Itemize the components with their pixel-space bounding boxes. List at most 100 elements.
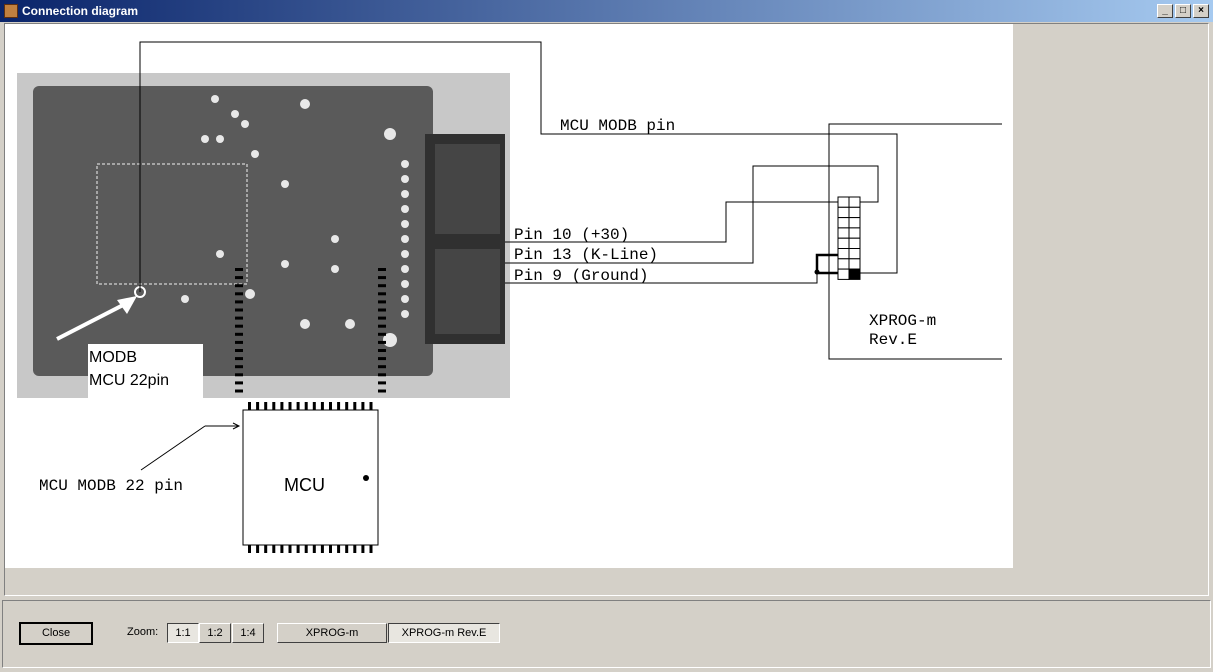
chip-pin: [378, 349, 386, 352]
mcu-chip: [235, 268, 386, 553]
chip-pin: [312, 545, 316, 553]
chip-pin: [272, 545, 276, 553]
xprog-connector: [837, 196, 861, 280]
chip-pin: [235, 276, 243, 280]
chip-pin: [235, 284, 243, 288]
chip-pin: [235, 381, 243, 385]
chip-pin: [345, 545, 349, 553]
connector-pin: [848, 268, 861, 280]
photo-label-modb: MODB: [89, 349, 137, 366]
chip-pin: [235, 373, 243, 377]
connector-pin: [848, 206, 861, 219]
chip-pin: [378, 316, 386, 320]
chip-pin: [235, 308, 243, 312]
close-button[interactable]: Close: [19, 622, 93, 645]
chip-pin: [235, 365, 243, 369]
close-window-button[interactable]: ×: [1193, 4, 1209, 18]
chip-pin: [369, 545, 373, 553]
connector-pin: [837, 248, 850, 260]
chip-pin: [378, 389, 386, 393]
connection-diagram: MODB MCU 22pin MCU MODB pin Pin 10 (+30)…: [5, 24, 1013, 568]
chip-pin: [378, 332, 386, 336]
maximize-button[interactable]: □: [1175, 4, 1191, 18]
chip-pin: [235, 300, 243, 304]
chip-pin: [248, 545, 251, 553]
mcu-modb-pin-label: MCU MODB pin: [560, 117, 675, 135]
connector-pin: [848, 258, 861, 270]
connector-pin: [848, 196, 861, 208]
connector-pin: [837, 227, 850, 239]
xprog-m-button[interactable]: XPROG-m: [277, 623, 387, 643]
chip-pin: [235, 268, 243, 271]
chip-pin: [235, 357, 243, 361]
chip-pin: [288, 545, 292, 553]
chip-pin: [353, 545, 357, 553]
chip-pin: [312, 402, 316, 410]
pcb-photo: [17, 73, 510, 398]
chip-pin: [329, 545, 332, 553]
diagram-scroll-area: [4, 23, 1209, 596]
chip-pin: [280, 402, 284, 410]
chip-pin: [361, 545, 365, 553]
chip-pin: [235, 324, 243, 328]
mcu-label: MCU: [284, 475, 325, 495]
connector-pin: [837, 258, 850, 270]
title-bar: Connection diagram _ □ ×: [0, 0, 1213, 22]
chip-pin: [337, 402, 341, 410]
chip-pin: [337, 545, 341, 553]
photo-label-mcu-22pin: MCU 22pin: [89, 372, 169, 389]
xprog-m-rev-e-button[interactable]: XPROG-m Rev.E: [388, 623, 500, 643]
connector-pin: [837, 196, 850, 208]
pin10-label: Pin 10 (+30): [514, 226, 629, 244]
connector-pin: [848, 237, 861, 249]
zoom-1-2-button[interactable]: 1:2: [199, 623, 231, 643]
zoom-1-1-button[interactable]: 1:1: [167, 623, 199, 643]
zoom-label: Zoom:: [127, 626, 159, 638]
chip-pin: [378, 373, 386, 377]
connector-pin: [837, 268, 850, 280]
device-revision-label: Rev.E: [869, 331, 917, 349]
chip-pin: [280, 545, 284, 553]
chip-pin: [235, 292, 243, 296]
chip-pin: [235, 349, 243, 352]
window-title: Connection diagram: [22, 4, 139, 18]
chip-pin: [378, 284, 386, 288]
pin13-label: Pin 13 (K-Line): [514, 246, 658, 264]
chip-pin: [345, 402, 349, 410]
chip-pin: [296, 545, 300, 553]
chip-pin: [378, 365, 386, 369]
chip-pin: [235, 332, 243, 336]
chip-pin: [369, 402, 373, 410]
chip-pin: [288, 402, 292, 410]
chip-pin: [235, 316, 243, 320]
chip-pin: [264, 402, 268, 410]
chip-pin: [320, 545, 324, 553]
device-name-label: XPROG-m: [869, 312, 936, 330]
connector-pin: [837, 237, 850, 249]
connector-pin: [848, 248, 861, 260]
chip-pin: [378, 292, 386, 296]
mcu-modb-22-pin-label: MCU MODB 22 pin: [39, 477, 183, 495]
connector-pin: [837, 217, 850, 229]
chip-pin: [378, 276, 386, 280]
chip-pin: [256, 402, 260, 410]
chip-pin: [378, 300, 386, 304]
chip-pin: [329, 402, 332, 410]
chip-pin: [256, 545, 260, 553]
bottom-toolbar: Close Zoom: 1:1 1:2 1:4 XPROG-m XPROG-m …: [2, 600, 1211, 668]
connector-pin: [837, 206, 850, 219]
chip-pin: [378, 308, 386, 312]
chip-pin: [378, 268, 386, 271]
connector-pin: [848, 217, 861, 229]
chip-pin: [378, 381, 386, 385]
app-icon: [4, 4, 18, 18]
chip-pin: [304, 402, 308, 410]
chip-pin: [320, 402, 324, 410]
chip-pin: [235, 340, 243, 344]
pin9-label: Pin 9 (Ground): [514, 267, 648, 285]
zoom-1-4-button[interactable]: 1:4: [232, 623, 264, 643]
chip-pin: [248, 402, 251, 410]
minimize-button[interactable]: _: [1157, 4, 1173, 18]
chip-pin: [378, 340, 386, 344]
chip-pin: [296, 402, 300, 410]
